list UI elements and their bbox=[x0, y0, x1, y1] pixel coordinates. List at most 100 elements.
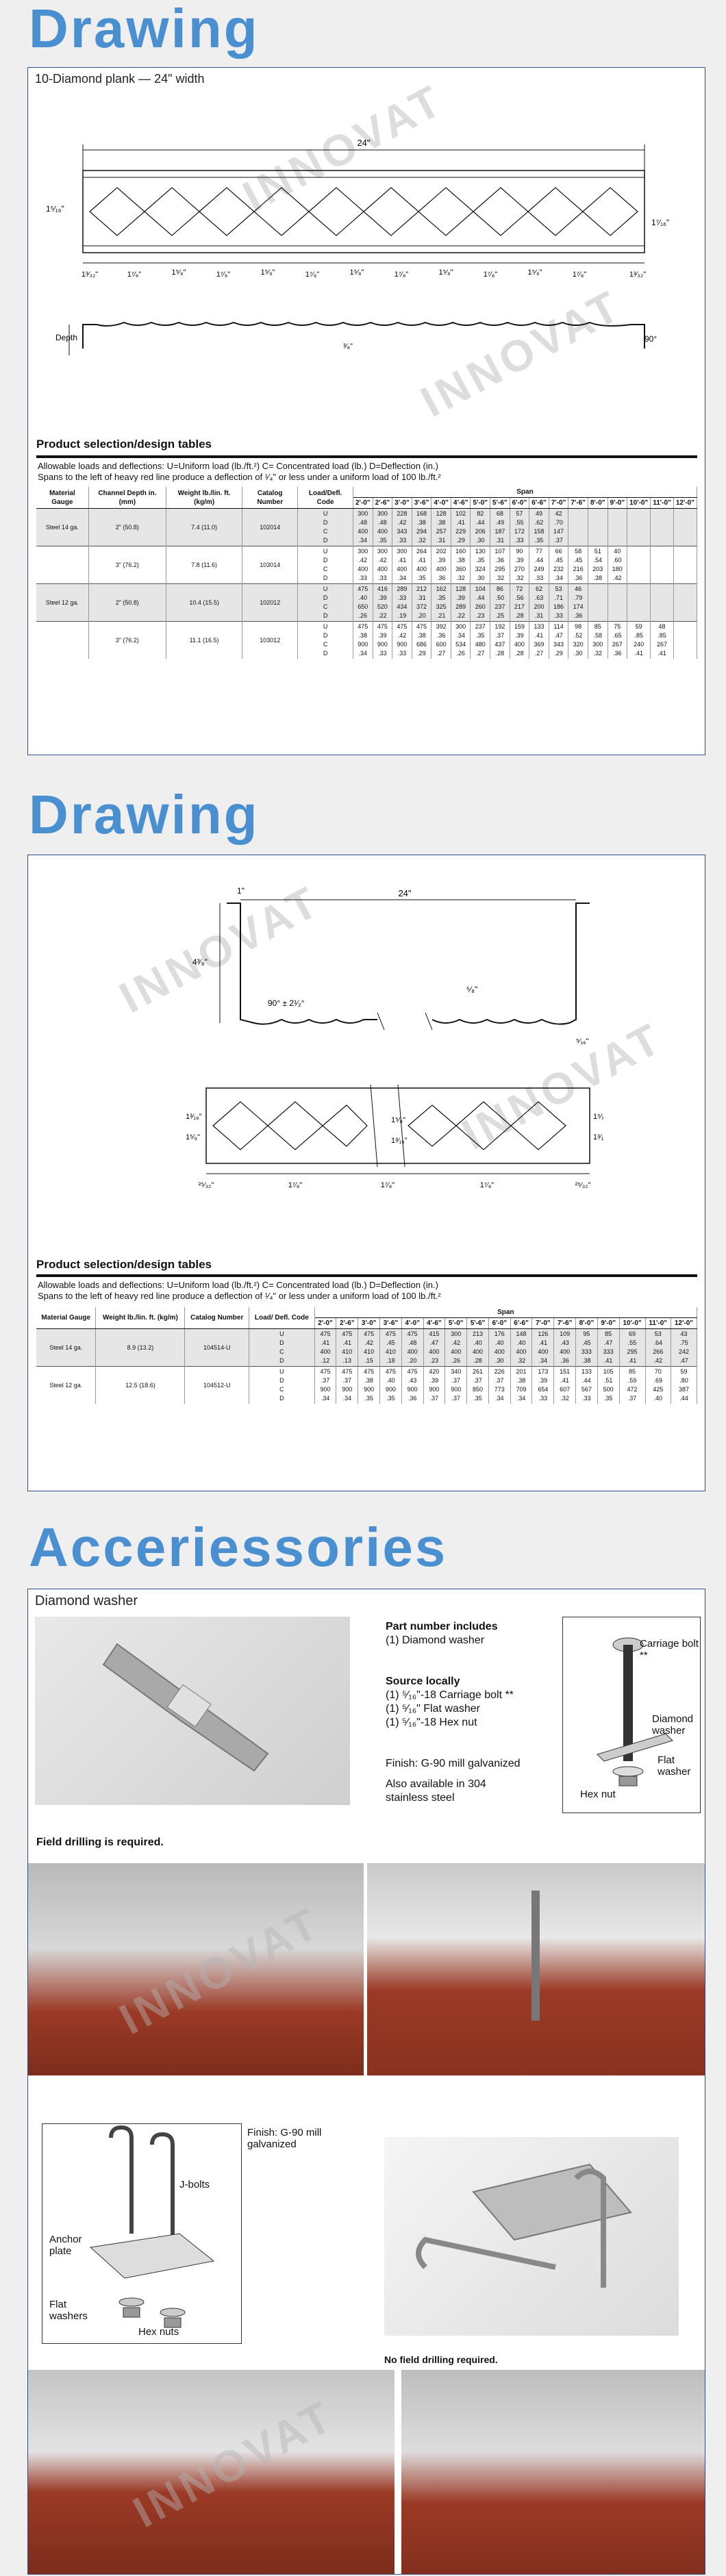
table-cell bbox=[608, 508, 628, 546]
table-cell: 59 .85 240 .41 bbox=[627, 621, 651, 659]
span-col-header: 3'-6" bbox=[379, 1317, 402, 1329]
dim-plan-bottom: 1⁷⁄₈" bbox=[480, 1181, 494, 1189]
dim-bottom: 1⁷⁄₈" bbox=[216, 270, 230, 279]
table-cell: 75 .65 267 .36 bbox=[608, 621, 628, 659]
table-cell: 133 .44 567 .33 bbox=[575, 1366, 598, 1404]
table-cell: 57 .55 172 .33 bbox=[510, 508, 530, 546]
span-col-header: 3'-6" bbox=[412, 497, 432, 509]
table-cell: 7.4 (11.0) bbox=[166, 508, 243, 546]
watermark: INNOVAT bbox=[125, 2390, 342, 2538]
table-cell: 261 .37 850 .35 bbox=[466, 1366, 489, 1404]
table-cell: 51 .54 203 .38 bbox=[588, 546, 608, 584]
anchor-install-photo-1: INNOVAT bbox=[28, 2370, 395, 2574]
dim-bottom: 1⁵⁄₈" bbox=[172, 268, 186, 277]
finish-text: Finish: G-90 mill galvanized bbox=[386, 1758, 521, 1769]
table-cell bbox=[673, 621, 698, 659]
table-cell: 72 .56 217 .28 bbox=[510, 583, 530, 622]
note: Spans to the left of heavy red line prod… bbox=[38, 1291, 441, 1301]
span-col-header: 10'-0" bbox=[627, 497, 651, 509]
table-cell: 102014 bbox=[242, 508, 299, 546]
dim-plan: 1³⁄₁₆" bbox=[593, 1133, 603, 1141]
angle-label: 90° ± 2¹⁄₂° bbox=[268, 998, 305, 1008]
span-col-header: 7'-6" bbox=[553, 1317, 577, 1329]
table-cell: 58 .45 216 .36 bbox=[568, 546, 588, 584]
dim-top: 24" bbox=[398, 888, 411, 898]
flat-washer-label: Flat washer bbox=[658, 1754, 691, 1778]
span-col-header: 4'-6" bbox=[451, 497, 471, 509]
span-col-header: 3'-0" bbox=[392, 497, 412, 509]
dim-bottom: 1³⁄₃₂" bbox=[629, 270, 646, 279]
table-cell bbox=[673, 583, 698, 622]
table-cell: 95 .45 333 .38 bbox=[575, 1328, 598, 1367]
dim-bottom: 1⁷⁄₈" bbox=[305, 270, 319, 279]
table-cell: 49 .62 158 .35 bbox=[529, 508, 549, 546]
table-cell: 128 .39 289 .22 bbox=[451, 583, 471, 622]
table-cell: 43 .75 242 .47 bbox=[671, 1328, 698, 1367]
table-cell: 300 .41 400 .34 bbox=[392, 546, 412, 584]
table-cell: 475 .40 900 .35 bbox=[379, 1366, 402, 1404]
table-cell: 228 .42 343 .33 bbox=[392, 508, 412, 546]
dim-bottom: 1⁷⁄₈" bbox=[127, 270, 141, 279]
col-header: Material Gauge bbox=[36, 487, 89, 509]
table-cell: 10.4 (15.5) bbox=[166, 583, 243, 622]
table-cell: 475 .38 900 .34 bbox=[353, 621, 373, 659]
table-cell: U D C D bbox=[297, 621, 353, 659]
table-cell: 201 .38 709 .34 bbox=[510, 1366, 533, 1404]
table-cell: 12.5 (18.6) bbox=[95, 1366, 186, 1404]
table-cell: U D C D bbox=[297, 508, 353, 546]
span-col-header: 12'-0" bbox=[673, 497, 698, 509]
span-col-header: 11'-0" bbox=[650, 497, 674, 509]
span-col-header: 6'-6" bbox=[529, 497, 549, 509]
spec-table-1: Material Gauge Channel Depth in. (mm) We… bbox=[36, 487, 698, 659]
span-col-header: 12'-0" bbox=[671, 1317, 698, 1329]
table-cell bbox=[673, 546, 698, 584]
table-cell: U D C D bbox=[297, 546, 353, 584]
table-cell: 85 .59 472 .37 bbox=[619, 1366, 646, 1404]
dim-plan-bottom: 1⁷⁄₈" bbox=[288, 1181, 302, 1189]
table-cell: 53 .71 186 .33 bbox=[549, 583, 569, 622]
part-includes-item: (1) Diamond washer bbox=[386, 1634, 485, 1646]
span-col-header: 5'-6" bbox=[490, 497, 510, 509]
section-title-drawing-2: Drawing bbox=[29, 784, 260, 845]
dim-small: ⁵⁄₈" bbox=[466, 985, 477, 994]
table-cell: 42 .70 147 .37 bbox=[549, 508, 569, 546]
table-cell: 11.1 (16.5) bbox=[166, 621, 243, 659]
table-cell: 104512-U bbox=[184, 1366, 250, 1404]
table-cell: 340 .37 900 .37 bbox=[445, 1366, 468, 1404]
no-field-drilling-note: No field drilling required. bbox=[384, 2354, 498, 2365]
anchor-finish: Finish: G-90 mill galvanized bbox=[247, 2127, 322, 2150]
table-cell: 103014 bbox=[242, 546, 299, 584]
source-item: (1) ⁵⁄₁₆"-18 Carriage bolt ** bbox=[386, 1689, 514, 1701]
dim-bottom: 1⁷⁄₈" bbox=[395, 270, 408, 279]
table-cell: 128 .38 257 .31 bbox=[431, 508, 451, 546]
span-col-header: 6'-0" bbox=[488, 1317, 511, 1329]
dim-top: 24" bbox=[357, 138, 370, 148]
angle-label: 90° bbox=[644, 334, 657, 344]
anchor-plate-photo bbox=[384, 2137, 679, 2336]
table-cell: 109 .43 400 .36 bbox=[553, 1328, 577, 1367]
table-cell: 70 .69 425 .40 bbox=[645, 1366, 671, 1404]
table-cell: 300 .42 400 .33 bbox=[373, 546, 393, 584]
table-cell bbox=[588, 508, 608, 546]
plank-drawing-1: 24" 1⁵⁄₁₆" 1⁷⁄₁₆" 1³⁄₃₂" 1⁷⁄₈" 1⁵⁄₈" 1⁷⁄… bbox=[46, 138, 669, 355]
span-col-header: 5'-0" bbox=[445, 1317, 468, 1329]
span-col-header: 5'-0" bbox=[470, 497, 491, 509]
dim-height: 4³⁄₈" bbox=[192, 957, 208, 967]
table-cell: 133 .41 369 .27 bbox=[529, 621, 549, 659]
span-col-header: 10'-0" bbox=[619, 1317, 646, 1329]
dim-bottom: 1⁷⁄₈" bbox=[573, 270, 586, 279]
anchor-diagram: J-bolts Anchor plate Flat washers Hex nu… bbox=[42, 2123, 242, 2344]
table-cell: 173 .39 654 .33 bbox=[531, 1366, 555, 1404]
table-cell: 130 .35 324 .30 bbox=[470, 546, 491, 584]
table-cell: 103012 bbox=[242, 621, 299, 659]
table-cell: 7.8 (11.6) bbox=[166, 546, 243, 584]
table-cell: 475 .48 400 .20 bbox=[401, 1328, 424, 1367]
table-cell: 62 .63 200 .31 bbox=[529, 583, 549, 622]
table-cell: 69 .55 295 .41 bbox=[619, 1328, 646, 1367]
span-header: Span bbox=[353, 487, 697, 498]
table-cell: 475 .40 650 .26 bbox=[353, 583, 373, 622]
table-cell: 105 .51 500 .35 bbox=[597, 1366, 620, 1404]
table-cell: 475 .42 410 .15 bbox=[358, 1328, 380, 1367]
table-title: Product selection/design tables bbox=[36, 438, 212, 451]
